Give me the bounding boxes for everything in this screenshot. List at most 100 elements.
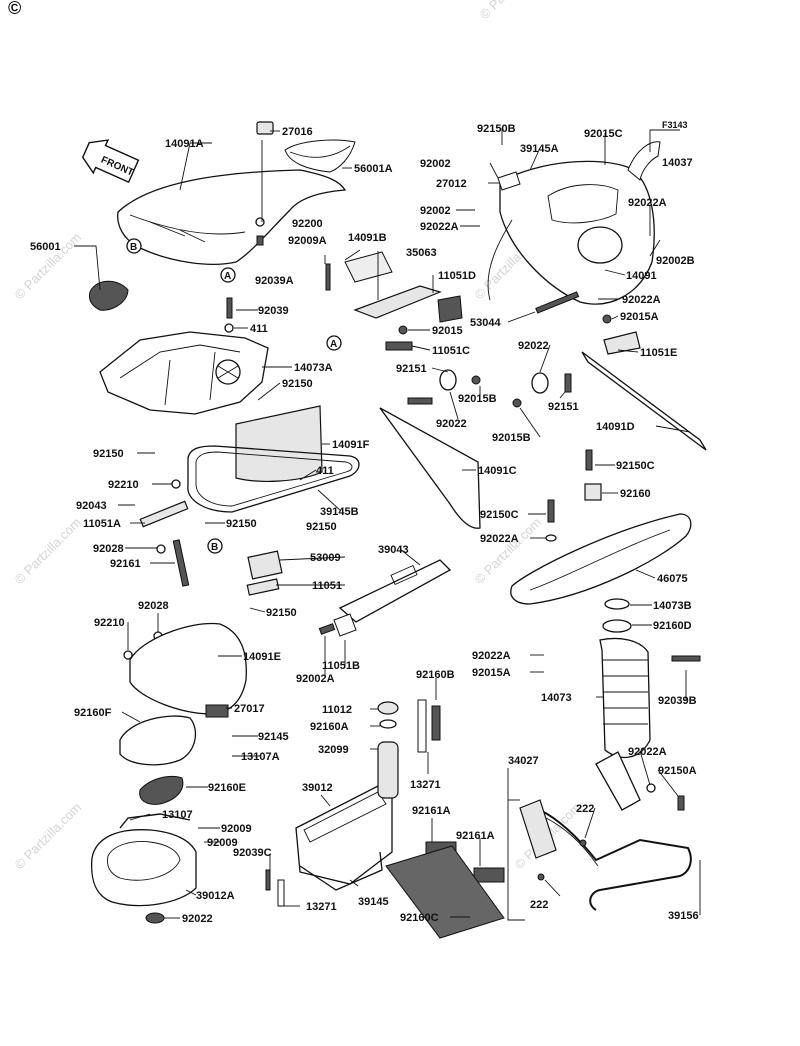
part-label: 14073B bbox=[653, 600, 692, 612]
part-label: 14073A bbox=[294, 362, 333, 374]
part-label: 92210 bbox=[94, 617, 125, 629]
part-label: 14091 bbox=[626, 270, 657, 282]
part-label: 92150B bbox=[477, 123, 516, 135]
part-label: 39043 bbox=[378, 544, 409, 556]
bracket-35063 bbox=[353, 285, 442, 319]
filter-32099 bbox=[377, 741, 399, 799]
part-label: 14091E bbox=[243, 651, 281, 663]
bracket-11051 bbox=[246, 578, 280, 596]
part-label: 92022A bbox=[622, 294, 661, 306]
part-label: 14091F bbox=[332, 439, 370, 451]
part-label: 39145B bbox=[320, 506, 359, 518]
part-label: 53044 bbox=[470, 317, 501, 329]
part-label: 11012 bbox=[322, 704, 352, 716]
part-label: 46075 bbox=[657, 573, 688, 585]
nut-92015 bbox=[398, 325, 408, 335]
part-label: 92015C bbox=[584, 128, 623, 140]
strip-13271-b bbox=[277, 879, 285, 907]
callout-a: A bbox=[326, 335, 342, 351]
part-label: 32099 bbox=[318, 744, 349, 756]
part-label: 92150 bbox=[226, 518, 257, 530]
part-label: 92160A bbox=[310, 721, 349, 733]
part-label: 92028 bbox=[93, 543, 124, 555]
part-label: 14073 bbox=[541, 692, 572, 704]
figure-code: F3143 bbox=[662, 120, 688, 130]
part-label: 39012A bbox=[196, 890, 235, 902]
part-label: 11051D bbox=[438, 270, 476, 282]
part-label: 39156 bbox=[668, 910, 699, 922]
clip-11051b bbox=[333, 613, 357, 637]
washer-92022a bbox=[545, 534, 557, 542]
plate-39043 bbox=[338, 559, 452, 623]
part-label: 92022 bbox=[436, 418, 467, 430]
washer-92210-b bbox=[123, 650, 133, 660]
part-label: 14037 bbox=[662, 157, 693, 169]
part-label: 92150A bbox=[658, 765, 697, 777]
part-label: 39145A bbox=[520, 143, 559, 155]
cap-27016 bbox=[256, 121, 274, 135]
part-label: 92160F bbox=[74, 707, 112, 719]
part-label: 14091A bbox=[165, 138, 204, 150]
towbar-39156 bbox=[539, 751, 692, 911]
part-label: 34027 bbox=[508, 755, 539, 767]
bolt-92002a bbox=[318, 623, 336, 635]
part-label: 92161 bbox=[110, 558, 141, 570]
cover-14091f bbox=[235, 405, 323, 482]
part-label: 92022A bbox=[480, 533, 519, 545]
part-label: 92150 bbox=[266, 607, 297, 619]
callout-b-label: B bbox=[130, 242, 137, 253]
washer-92022 bbox=[145, 912, 165, 924]
part-label: 92009 bbox=[221, 823, 252, 835]
part-label: 13107A bbox=[241, 751, 280, 763]
part-label: 56001A bbox=[354, 163, 393, 175]
callout-b-label: B bbox=[211, 542, 218, 553]
washer-92200 bbox=[255, 217, 265, 227]
part-label: 92039C bbox=[233, 847, 272, 859]
part-label: 92022 bbox=[182, 913, 213, 925]
part-label: 11051B bbox=[322, 660, 360, 672]
strip-92160b bbox=[431, 705, 441, 741]
clip-27012 bbox=[497, 171, 521, 191]
spacer-92160 bbox=[584, 483, 602, 501]
part-label: 14091B bbox=[348, 232, 387, 244]
callout-b: B bbox=[126, 238, 142, 254]
part-label: 92022 bbox=[518, 340, 549, 352]
part-label: 92151 bbox=[396, 363, 427, 375]
hinge-11051a bbox=[139, 500, 189, 528]
bolt-92039 bbox=[226, 297, 233, 319]
part-label: 92150 bbox=[306, 521, 337, 533]
storage-bin-14073a bbox=[99, 331, 269, 415]
clip-11051c bbox=[385, 341, 413, 351]
part-label: 92039 bbox=[258, 305, 289, 317]
part-label: 92150 bbox=[282, 378, 313, 390]
part-label: 39012 bbox=[302, 782, 333, 794]
callout-a-label: A bbox=[330, 339, 337, 350]
part-label: 92145 bbox=[258, 731, 289, 743]
callout-a-label: A bbox=[224, 271, 231, 282]
latch-53009 bbox=[247, 550, 283, 580]
part-label: 56001 bbox=[30, 241, 61, 253]
collar-92028 bbox=[156, 544, 166, 554]
damper-92161 bbox=[172, 539, 190, 587]
pad-27017 bbox=[205, 704, 229, 718]
watermark: © Partzilla.com bbox=[12, 515, 85, 588]
part-label: 92009A bbox=[288, 235, 327, 247]
tub-39012a bbox=[90, 829, 197, 907]
part-label: 35063 bbox=[406, 247, 437, 259]
nut-92015b-b bbox=[512, 398, 522, 408]
part-labels: F3143 27016 14091A 56001A 56001 92200 92… bbox=[30, 120, 699, 925]
part-label: 92015A bbox=[472, 667, 511, 679]
pin-92039c bbox=[265, 869, 271, 891]
part-label: 92150 bbox=[93, 448, 124, 460]
part-label: 92161A bbox=[412, 805, 451, 817]
part-label: 411 bbox=[250, 323, 268, 335]
part-label: 92009 bbox=[207, 837, 238, 849]
part-label: 53009 bbox=[310, 552, 341, 564]
part-label: 39145 bbox=[358, 896, 389, 908]
part-label: 92160C bbox=[400, 912, 439, 924]
part-label: 11051E bbox=[640, 347, 677, 359]
part-label: 92022A bbox=[628, 746, 667, 758]
washer-92210 bbox=[171, 479, 181, 489]
bracket-34027 bbox=[519, 799, 557, 859]
